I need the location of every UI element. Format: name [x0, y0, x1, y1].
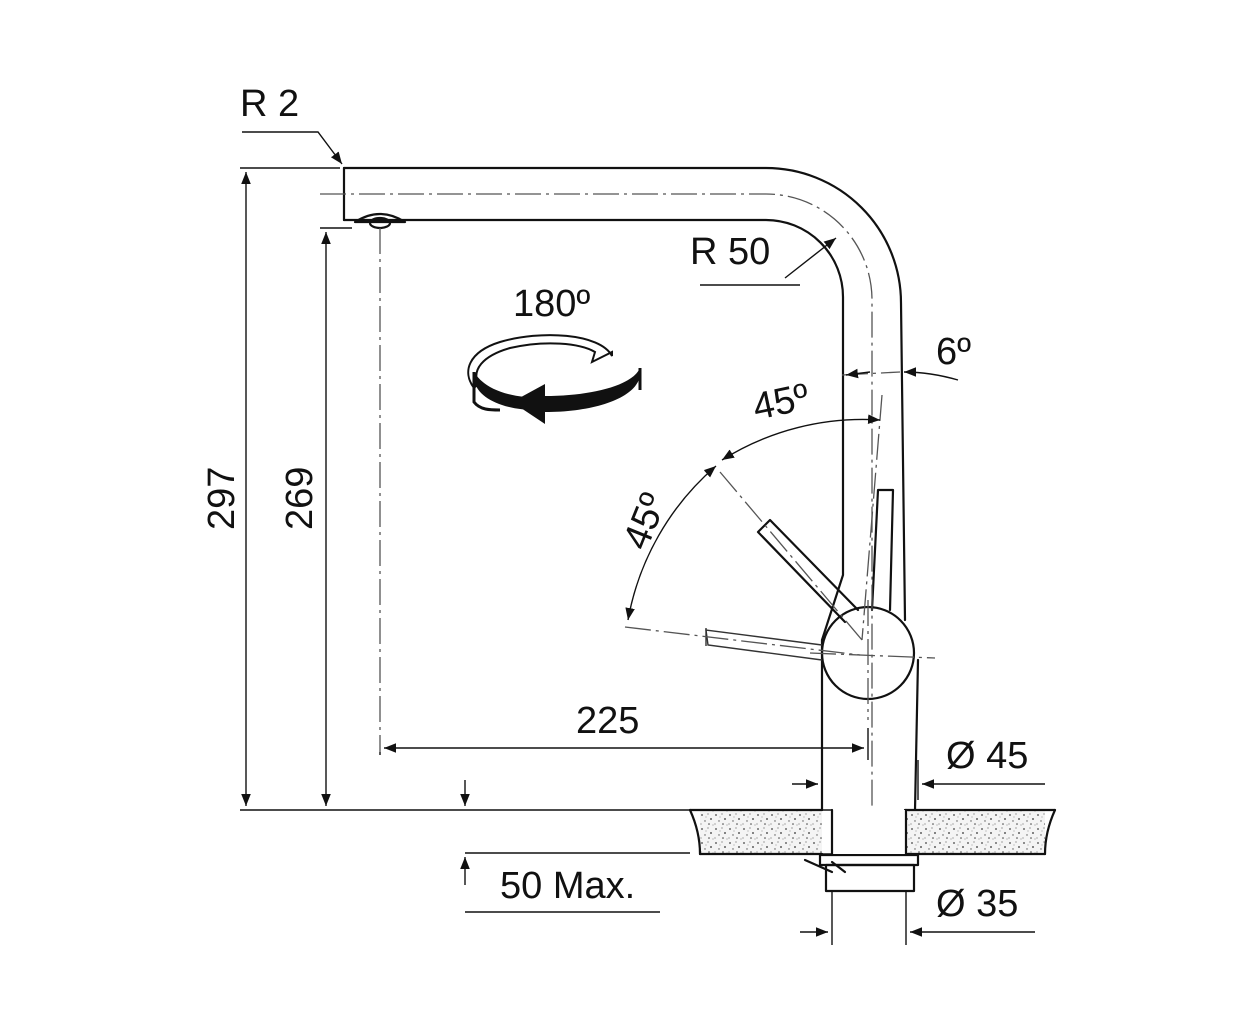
bend-radius-label: R 50 — [690, 231, 770, 273]
hole-diameter-label: Ø 35 — [936, 883, 1018, 925]
lever-angle-upper-label: 45º — [749, 376, 813, 429]
tilt-angle-label: 6º — [936, 331, 971, 373]
lever-angle-lower-label: 45º — [615, 487, 675, 555]
body-diameter-label: Ø 45 — [946, 735, 1028, 777]
dimension-lines — [241, 131, 1045, 937]
rotation-arrow-icon — [467, 334, 642, 424]
rotation-label: 180º — [513, 283, 590, 325]
extension-lines — [240, 167, 919, 945]
total-height-label: 297 — [201, 467, 243, 530]
center-lines — [320, 193, 936, 820]
reach-label: 225 — [576, 700, 639, 742]
deck-thickness-label: 50 Max. — [500, 865, 635, 907]
countertop — [688, 808, 1057, 856]
spout-height-label: 269 — [279, 467, 321, 530]
tip-radius-label: R 2 — [240, 83, 299, 125]
